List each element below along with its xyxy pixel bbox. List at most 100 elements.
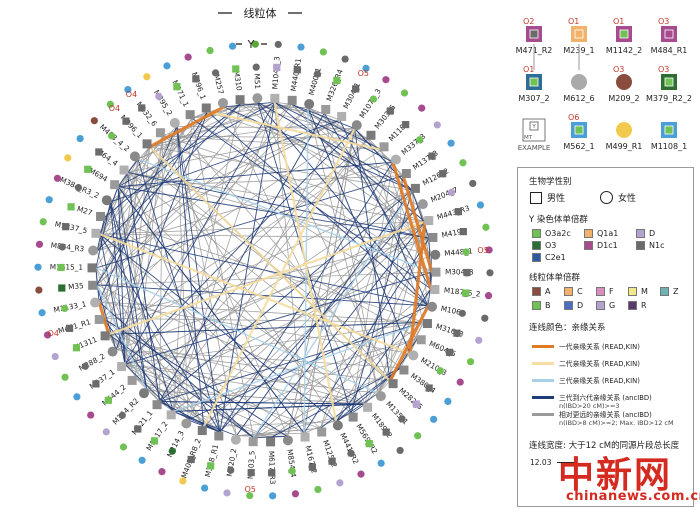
example-label: M307_2 (518, 94, 549, 103)
legend-kin-item: 三代到六代亲缘关系 (ancIBD)n(IBD>20 cM)>=3 (532, 392, 652, 410)
third-to-sixth-degree-edge (99, 233, 337, 423)
example-mt-circle (571, 74, 587, 90)
legend-kin-sub: n(IBD>8 cM)>=2; Max. IBD>12 cM (559, 419, 674, 427)
example-label: M1108_1 (651, 142, 687, 151)
legend-item-label: D (577, 301, 584, 310)
distant-kin-edge (149, 146, 413, 191)
male-node (401, 168, 411, 178)
sample-label: M443_R3 (436, 203, 471, 221)
mt-haplogroup-marker (223, 489, 231, 497)
y-haplogroup-marker (122, 117, 130, 125)
third-to-sixth-degree-edge (109, 201, 148, 391)
y-haplogroup-marker (57, 263, 65, 272)
watermark-logo: 中新网 (558, 454, 673, 496)
legend-female: 女性 (600, 191, 636, 204)
third-to-sixth-degree-edge (117, 101, 276, 188)
y-haplogroup-marker (428, 152, 436, 160)
swatch (532, 229, 541, 238)
y-haplogroup-marker (58, 284, 66, 292)
third-to-sixth-degree-edge (350, 189, 413, 415)
y-haplogroup-marker (293, 66, 301, 74)
y-haplogroup-marker (62, 223, 70, 231)
group-tag: O5 (477, 246, 488, 255)
y-haplogroup-marker (333, 76, 341, 85)
sample-label: M214_3 (165, 429, 186, 459)
second-degree-edge (273, 101, 338, 423)
y-haplogroup-marker (453, 329, 461, 337)
y-haplogroup-marker (347, 449, 355, 457)
male-node (248, 437, 258, 447)
mt-haplogroup-marker (319, 48, 327, 56)
female-node (332, 420, 343, 431)
distant-kin-edge (99, 111, 209, 235)
example-label: EXAMPLE (518, 144, 551, 152)
mt-haplogroup-marker (53, 174, 62, 182)
distant-kin-edge (96, 161, 394, 252)
sample-label: M1043_3 (270, 56, 281, 90)
y-haplogroup-marker (61, 304, 69, 312)
group-tag: O4 (109, 104, 120, 113)
haplogroup-rings (34, 40, 494, 500)
male-node (363, 402, 373, 412)
female-node (427, 301, 438, 312)
male-node (91, 228, 101, 238)
distant-kin-edge (117, 175, 404, 188)
example-tag: O1 (523, 65, 534, 74)
female-node (282, 435, 293, 446)
mt-haplogroup-marker (430, 415, 438, 423)
swatch (636, 241, 645, 250)
y-haplogroup-marker (288, 467, 296, 475)
male-node (388, 379, 398, 389)
group-tag: O4 (126, 90, 137, 99)
third-to-sixth-degree-edge (95, 267, 100, 303)
distant-kin-edge (354, 128, 394, 163)
legend-item-label: O3 (545, 241, 557, 250)
y-haplogroup-marker (58, 243, 66, 251)
kin-line-swatch (532, 345, 554, 348)
legend-male-label: 男性 (547, 194, 566, 204)
y-haplogroup-marker (398, 415, 406, 423)
swatch (628, 287, 637, 296)
female-node (408, 350, 419, 361)
mt-haplogroup-marker (206, 46, 214, 55)
male-node (321, 104, 331, 114)
distant-kin-edge (307, 107, 432, 256)
legend-kin-label: 三代亲缘关系 (READ,KIN) (559, 377, 640, 385)
distant-kin-edge (274, 101, 305, 434)
distant-kin-edge (124, 221, 426, 365)
third-to-sixth-degree-edge (126, 171, 430, 239)
sample-label: M419 (441, 227, 463, 240)
y-haplogroup-marker (439, 170, 447, 178)
mt-haplogroup-marker (201, 484, 209, 492)
mt-haplogroup-marker (414, 432, 422, 440)
distant-kin-edge (162, 135, 369, 139)
female-node (304, 99, 315, 110)
third-to-sixth-degree-edge (335, 392, 379, 423)
third-to-sixth-degree-edge (223, 106, 413, 191)
distant-kin-edge (162, 135, 429, 307)
male-node (422, 319, 432, 329)
male-node (300, 432, 310, 442)
y-haplogroup-marker (74, 184, 83, 192)
female-node (217, 97, 228, 108)
female-node (138, 388, 149, 399)
distant-kin-edge (117, 186, 352, 415)
third-to-sixth-degree-edge (96, 103, 242, 252)
mt-haplogroup-marker (456, 378, 464, 386)
mt-haplogroup-marker (76, 135, 84, 143)
mt-haplogroup-marker (228, 42, 237, 50)
third-to-sixth-degree-edge (124, 363, 174, 412)
y-haplogroup-marker (211, 69, 220, 77)
sample-label: M204_7 (429, 185, 459, 204)
legend-kin-label: 二代亲缘关系 (READ,KIN) (559, 360, 640, 368)
distant-kin-edge (102, 107, 309, 319)
legend-y-item: O3a2c (532, 229, 571, 238)
legend-item-label: F (609, 287, 614, 296)
third-to-sixth-degree-edge (223, 101, 276, 108)
legend-sex-title: 生物学性别 (529, 177, 572, 187)
mt-haplogroup-marker (45, 196, 53, 204)
female-node (252, 93, 263, 104)
legend-item-label: O3a2c (545, 229, 571, 238)
